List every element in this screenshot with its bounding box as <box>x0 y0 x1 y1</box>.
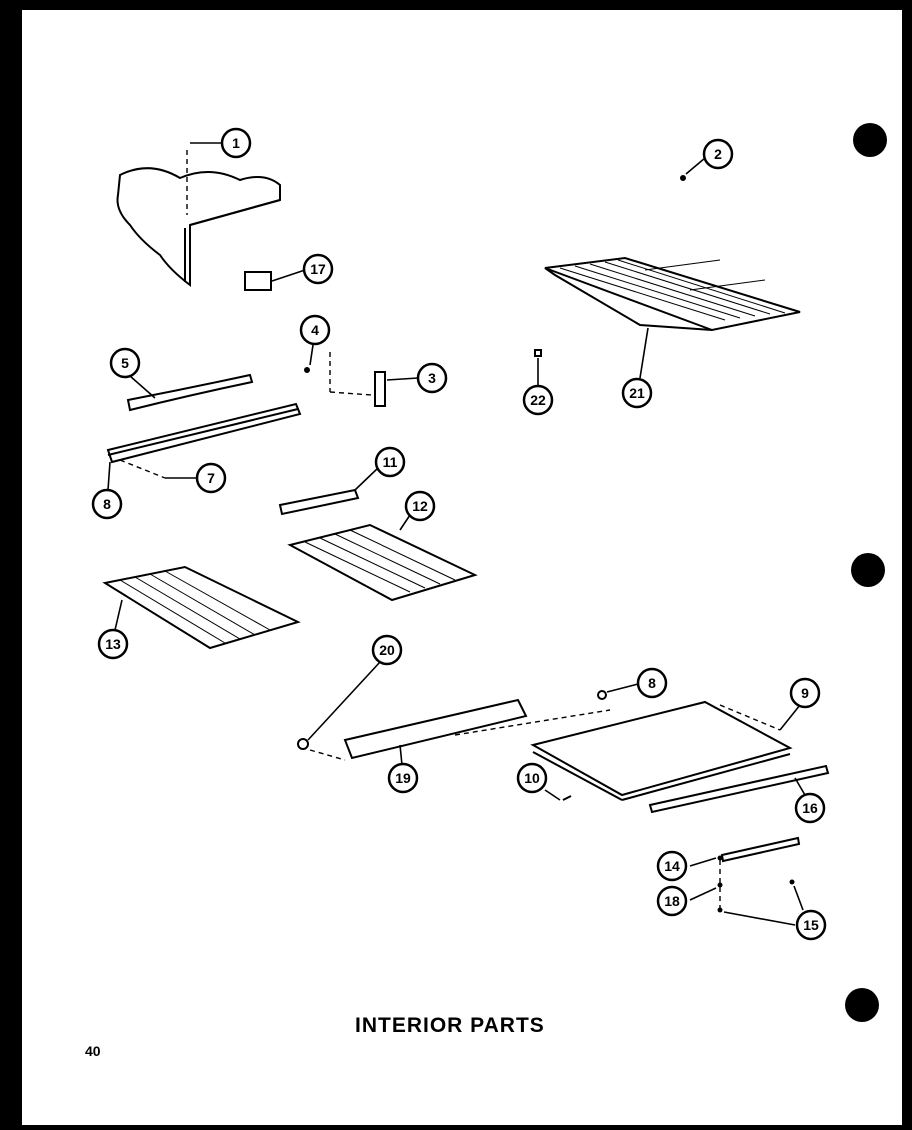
svg-text:18: 18 <box>664 893 680 909</box>
bracket-part-3 <box>374 371 386 407</box>
diagram-title: INTERIOR PARTS <box>355 1014 545 1037</box>
binder-hole-bottom <box>845 988 879 1022</box>
svg-text:8: 8 <box>648 675 656 691</box>
glass-shelf-part-9 <box>530 700 793 801</box>
svg-text:5: 5 <box>121 355 129 371</box>
svg-text:7: 7 <box>207 470 215 486</box>
callout-20: 20 <box>371 634 403 666</box>
callout-1: 1 <box>220 127 252 159</box>
rail-part-8 <box>106 402 302 464</box>
svg-text:3: 3 <box>428 370 436 386</box>
callout-4: 4 <box>299 314 331 346</box>
wire-shelf-part-21 <box>544 256 801 332</box>
callout-9: 9 <box>789 677 821 709</box>
svg-text:11: 11 <box>383 454 398 470</box>
diagram-page <box>22 10 902 1125</box>
callout-5: 5 <box>109 347 141 379</box>
svg-text:8: 8 <box>103 496 111 512</box>
callout-19: 19 <box>387 762 419 794</box>
callout-13: 13 <box>97 628 129 660</box>
callout-3: 3 <box>416 362 448 394</box>
callout-8-lower: 8 <box>636 667 668 699</box>
callout-12: 12 <box>404 490 436 522</box>
callout-15: 15 <box>795 909 827 941</box>
clip-part-17 <box>244 271 272 291</box>
fastener-part-22 <box>534 349 542 357</box>
svg-text:17: 17 <box>310 261 326 277</box>
screw-part-8-lower <box>597 690 607 700</box>
svg-text:10: 10 <box>524 770 540 786</box>
svg-text:4: 4 <box>311 322 319 338</box>
callout-10: 10 <box>516 762 548 794</box>
trim-part-16 <box>648 764 830 814</box>
callout-8-upper: 8 <box>91 488 123 520</box>
svg-text:22: 22 <box>530 392 546 408</box>
clip-part-10 <box>562 795 572 801</box>
screw-part-2 <box>680 175 686 181</box>
svg-text:19: 19 <box>395 770 411 786</box>
binder-hole-top <box>853 123 887 157</box>
callout-14: 14 <box>656 850 688 882</box>
wire-shelf-part-12 <box>287 523 478 602</box>
svg-text:1: 1 <box>232 135 240 151</box>
svg-text:9: 9 <box>801 685 809 701</box>
svg-text:21: 21 <box>629 385 645 401</box>
svg-text:15: 15 <box>803 917 819 933</box>
svg-text:16: 16 <box>802 800 818 816</box>
svg-text:13: 13 <box>105 636 121 652</box>
trim-part-5 <box>126 373 254 412</box>
callout-17: 17 <box>302 253 334 285</box>
trim-part-14 <box>720 836 801 863</box>
page-number: 40 <box>85 1043 101 1059</box>
cabinet-corner-part <box>116 167 281 288</box>
screw-part-20 <box>297 738 309 750</box>
svg-text:2: 2 <box>714 146 722 162</box>
screw-part-4 <box>304 367 310 373</box>
rail-part-11 <box>278 488 360 516</box>
callout-2: 2 <box>702 138 734 170</box>
rail-part-19 <box>343 698 528 760</box>
svg-text:20: 20 <box>379 642 395 658</box>
svg-text:14: 14 <box>664 858 680 874</box>
callout-22: 22 <box>522 384 554 416</box>
callout-11: 11 <box>374 446 406 478</box>
callout-16: 16 <box>794 792 826 824</box>
svg-text:12: 12 <box>412 498 428 514</box>
callout-7: 7 <box>195 462 227 494</box>
wire-shelf-part-13 <box>102 565 301 650</box>
binder-hole-middle <box>851 553 885 587</box>
callout-21: 21 <box>621 377 653 409</box>
callout-18: 18 <box>656 885 688 917</box>
